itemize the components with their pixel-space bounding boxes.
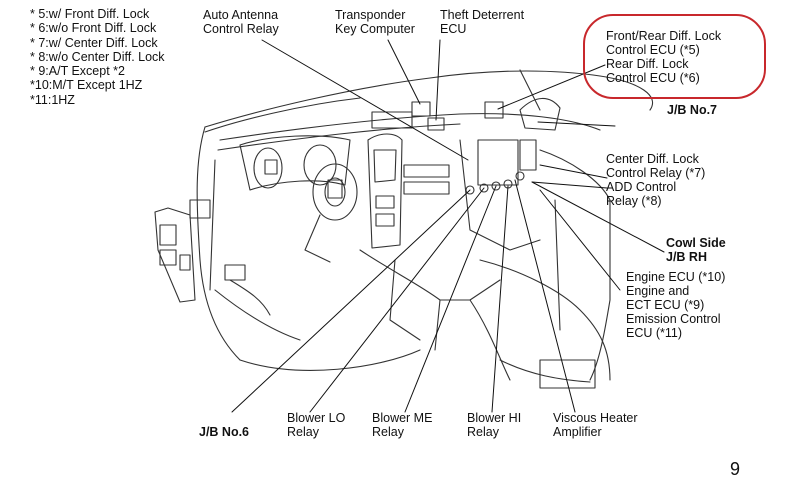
label-engine-ecu: Engine ECU (*10)Engine and ECT ECU (*9)E…	[626, 270, 726, 340]
footnote: * 6:w/o Front Diff. Lock	[30, 21, 157, 36]
footnotes: * 5:w/ Front Diff. Lock * 6:w/o Front Di…	[30, 7, 165, 107]
footnote: *11:1HZ	[30, 92, 75, 107]
highlight-circle	[583, 14, 766, 99]
footnote: * 8:w/o Center Diff. Lock	[30, 49, 165, 64]
page-number: 9	[730, 459, 741, 479]
footnote: * 7:w/ Center Diff. Lock	[30, 35, 158, 50]
label-jb-no6: J/B No.6	[199, 425, 250, 439]
footnote: * 9:A/T Except *2	[30, 64, 125, 79]
footnote: * 5:w/ Front Diff. Lock	[30, 7, 150, 21]
label-jb-no7: J/B No.7	[667, 103, 718, 117]
footnote: *10:M/T Except 1HZ	[30, 78, 143, 93]
